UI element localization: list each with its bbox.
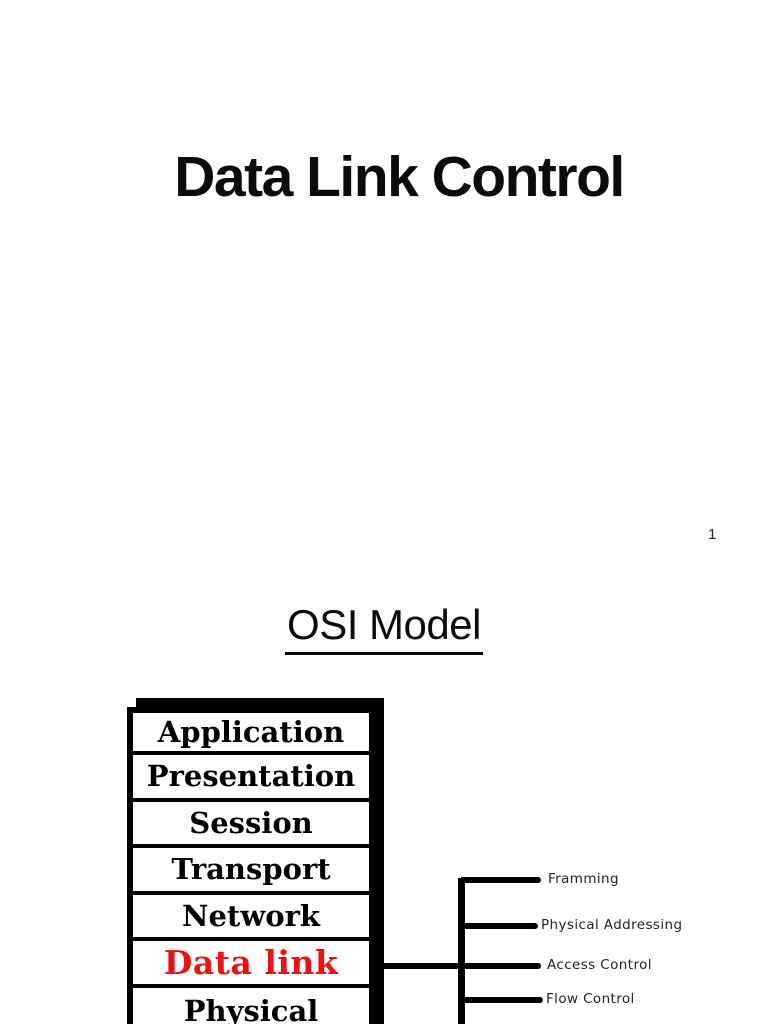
page-number: 1 — [708, 526, 717, 543]
osi-layer-transport: Transport — [133, 848, 369, 895]
connector-branch-framming — [461, 877, 541, 883]
osi-layer-session: Session — [133, 802, 369, 848]
function-label-access-control: Access Control — [547, 957, 652, 973]
function-label-physical-addressing: Physical Addressing — [541, 917, 683, 933]
osi-stack-box: Application Presentation Session Transpo… — [127, 707, 375, 1024]
osi-layer-presentation: Presentation — [133, 755, 369, 802]
function-label-framming: Framming — [548, 871, 619, 887]
slide2-heading-wrap: OSI Model — [0, 601, 768, 655]
osi-layer-physical: Physical — [183, 993, 319, 1024]
slide2-heading: OSI Model — [285, 601, 483, 655]
osi-layer-network: Network — [133, 895, 369, 941]
function-label-flow-control: Flow Control — [546, 991, 635, 1007]
osi-layer-application: Application — [133, 713, 369, 755]
slide-1: Data Link Control 1 — [174, 145, 717, 543]
connector-branch-physical-addressing — [461, 923, 538, 929]
connector-tree-trunk — [458, 878, 465, 1024]
slide-title: Data Link Control — [174, 145, 625, 209]
connector-branch-flow-control — [461, 997, 543, 1003]
osi-layer-data-link: Data link — [133, 941, 369, 988]
